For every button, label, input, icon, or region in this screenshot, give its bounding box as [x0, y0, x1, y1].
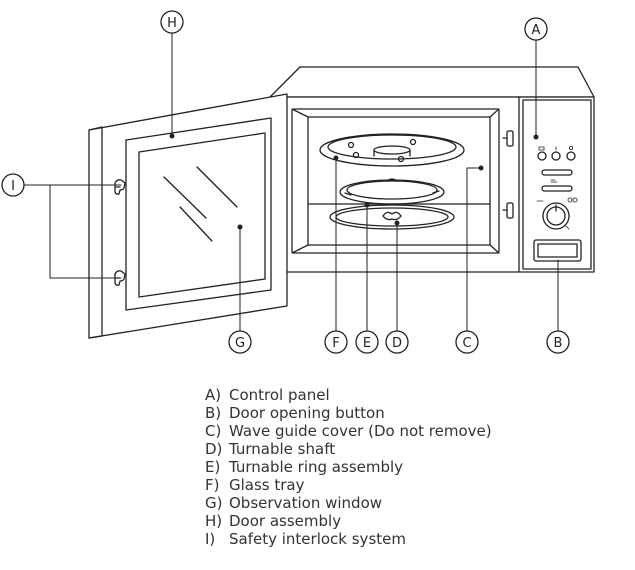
- legend-label: Door opening button: [229, 404, 385, 422]
- timer-knob[interactable]: [542, 202, 570, 230]
- callout-a-label: A: [532, 23, 541, 38]
- control-panel: [536, 145, 578, 203]
- legend-item: B) Door opening button: [205, 404, 492, 422]
- callout-f-label: F: [332, 336, 339, 351]
- observation-window: [138, 132, 266, 298]
- legend-item: G) Observation window: [205, 494, 492, 512]
- legend-item: D) Turnable shaft: [205, 440, 492, 458]
- legend-item: H) Door assembly: [205, 512, 492, 530]
- callout-e: E: [355, 330, 379, 354]
- legend-key: F): [205, 476, 220, 494]
- legend-key: C): [205, 422, 222, 440]
- callout-b-label: B: [554, 336, 563, 351]
- legend-label: Control panel: [229, 386, 330, 404]
- callout-h: H: [160, 10, 184, 34]
- callout-c: C: [455, 330, 479, 354]
- roller-ring: [339, 178, 445, 205]
- callout-f: F: [324, 330, 348, 354]
- legend-key: G): [205, 494, 223, 512]
- callout-i: I: [1, 173, 25, 197]
- legend-item: E) Turnable ring assembly: [205, 458, 492, 476]
- callout-b: B: [546, 330, 570, 354]
- callout-g: G: [228, 330, 252, 354]
- callout-e-label: E: [363, 336, 371, 351]
- legend-label: Observation window: [229, 494, 383, 512]
- legend-item: I) Safety interlock system: [205, 530, 492, 548]
- parts-legend: A) Control panel B) Door opening button C)…: [205, 386, 492, 548]
- callout-i-label: I: [11, 179, 15, 194]
- legend-label: Glass tray: [229, 476, 305, 494]
- legend-key: E): [205, 458, 221, 476]
- legend-key: H): [205, 512, 223, 530]
- legend-item: C) Wave guide cover (Do not remove): [205, 422, 492, 440]
- callout-a: A: [524, 17, 548, 41]
- leader-lines: [23, 32, 559, 332]
- callout-d: D: [385, 330, 409, 354]
- legend-label: Safety interlock system: [229, 530, 406, 548]
- callout-c-label: C: [462, 336, 471, 351]
- legend-key: B): [205, 404, 222, 422]
- legend-label: Turnable ring assembly: [229, 458, 404, 476]
- glass-tray: [319, 133, 465, 167]
- legend-item: A) Control panel: [205, 386, 492, 404]
- legend-label: Door assembly: [229, 512, 342, 530]
- callout-h-label: H: [167, 16, 177, 31]
- legend-key: I): [205, 530, 216, 548]
- legend-key: D): [205, 440, 223, 458]
- legend-item: F) Glass tray: [205, 476, 492, 494]
- legend-key: A): [205, 386, 222, 404]
- legend-label: Turnable shaft: [229, 440, 336, 458]
- door-opening-button[interactable]: [533, 239, 582, 262]
- legend-label: Wave guide cover (Do not remove): [229, 422, 492, 440]
- callout-d-label: D: [392, 336, 402, 351]
- callout-g-label: G: [235, 336, 245, 351]
